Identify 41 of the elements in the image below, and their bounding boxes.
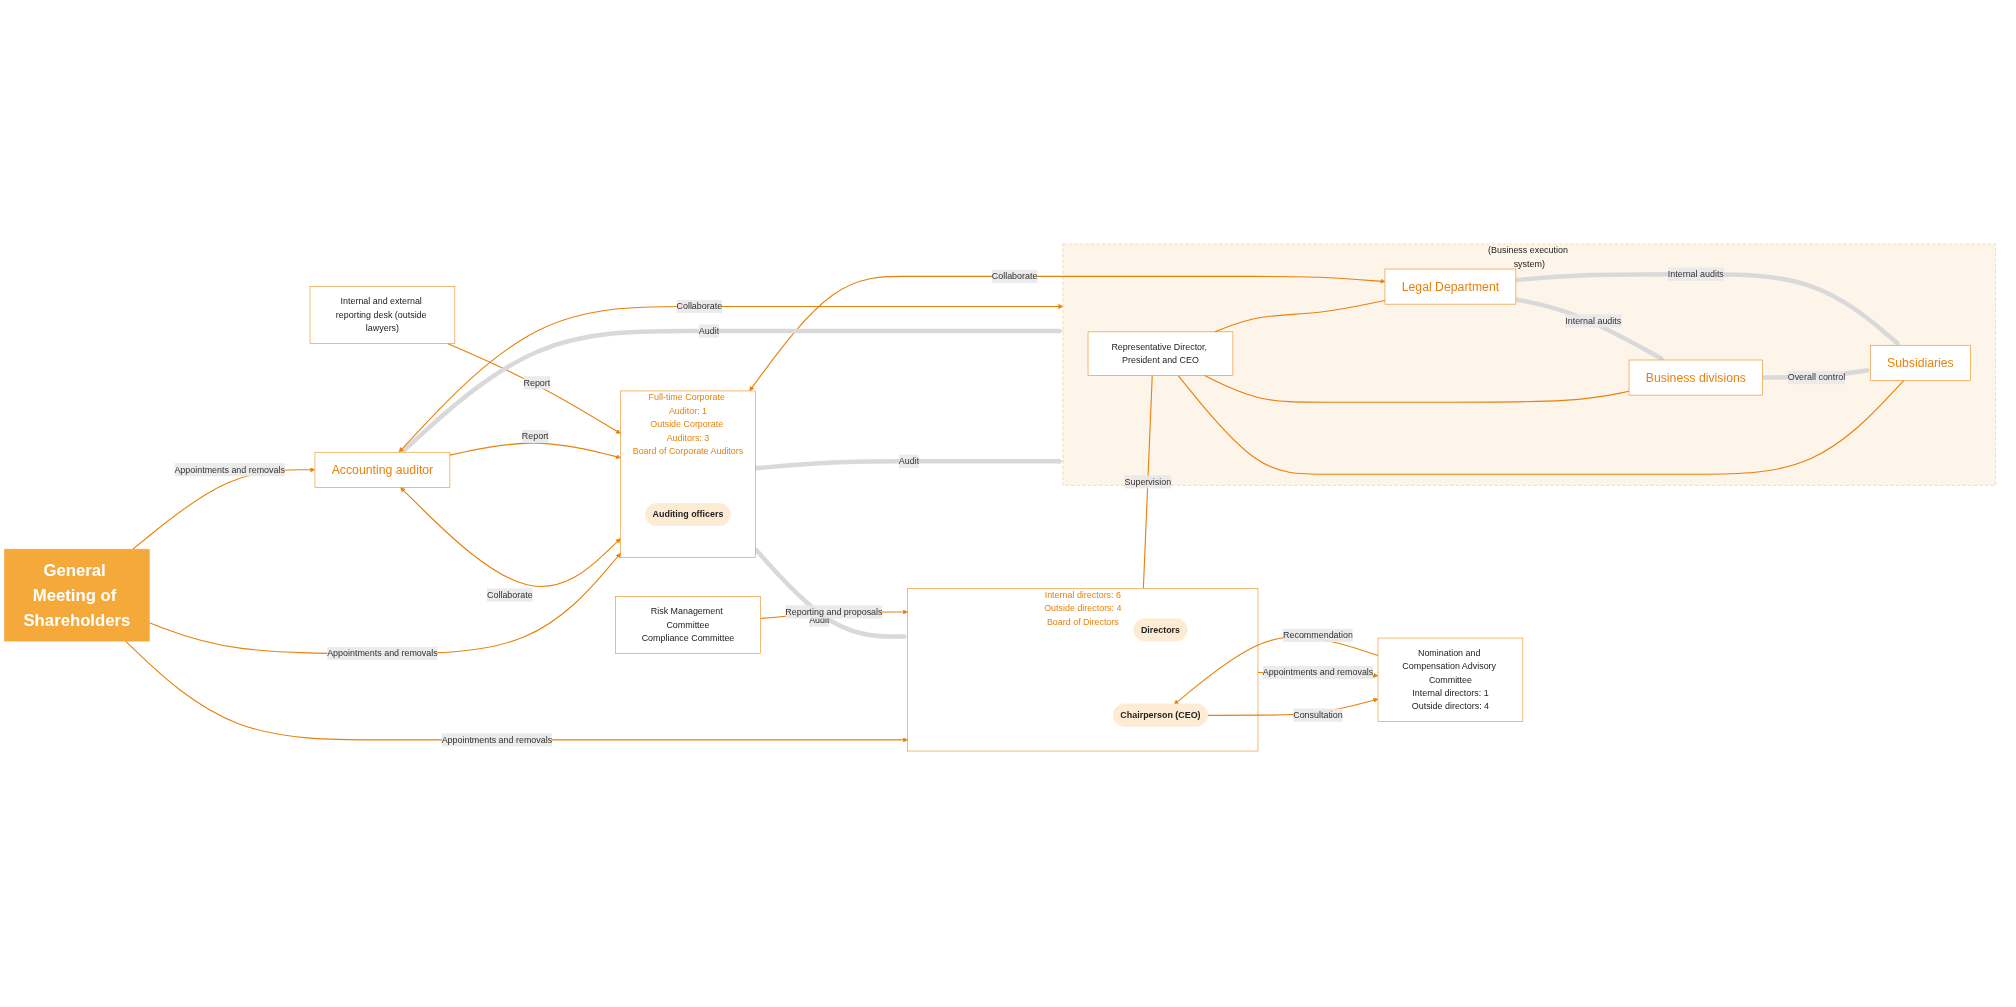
node-box: Business divisions xyxy=(1628,359,1763,396)
edge-label: Consultation xyxy=(1293,710,1343,720)
arrow xyxy=(124,640,908,743)
connector xyxy=(1203,374,1630,403)
edge-label: Supervision xyxy=(1124,476,1172,487)
node-box: General Meeting of Shareholders xyxy=(4,548,150,642)
node-box: Internal and external reporting desk (outside lawyers) xyxy=(309,286,456,344)
edge-label: Audit xyxy=(809,615,830,625)
arrow xyxy=(400,328,1064,454)
edge-label: Appointments and removals xyxy=(1262,667,1374,677)
edge-label: Collaborate xyxy=(676,301,723,311)
edge-label: Audit xyxy=(698,326,720,336)
edge-label: Report xyxy=(523,377,551,388)
edge-label: Audit xyxy=(898,456,920,466)
node-box: Nomination and Compensation Advisory Committee Internal directors: 1 Outside directors: 4 xyxy=(1377,637,1524,722)
node-box: Legal Department xyxy=(1384,268,1517,305)
node-box: Accounting auditor xyxy=(314,451,451,488)
edge-label: Overall control xyxy=(1787,372,1846,383)
node-box: Risk Management Committee Compliance Committee xyxy=(615,596,761,654)
edge-label: Recommendation xyxy=(1283,630,1353,640)
connector xyxy=(1177,374,1905,475)
edge-label: Collaborate xyxy=(487,589,533,600)
edge-label: Appointments and removals xyxy=(174,464,285,475)
arrow xyxy=(1515,271,1900,346)
arrow xyxy=(446,342,621,434)
node-box: Subsidiaries xyxy=(1870,344,1971,381)
arrow xyxy=(1515,297,1665,361)
edge-label: Collaborate xyxy=(991,271,1038,281)
arrow xyxy=(148,553,621,655)
arrow xyxy=(749,275,1386,391)
arrow xyxy=(398,304,1064,453)
connector xyxy=(1142,374,1153,589)
edge-label: Report xyxy=(521,431,549,442)
arrow xyxy=(755,458,1064,471)
node-box: Representative Director, President and CEO xyxy=(1087,331,1234,376)
edge-label: Internal audits xyxy=(1667,269,1724,279)
edge-label: Appointments and removals xyxy=(327,648,438,658)
arrow xyxy=(400,487,621,587)
edge-label: Reporting and proposals xyxy=(785,607,883,617)
edge-label: Internal audits xyxy=(1565,315,1622,326)
edge-label: Appointments and removals xyxy=(441,734,553,745)
